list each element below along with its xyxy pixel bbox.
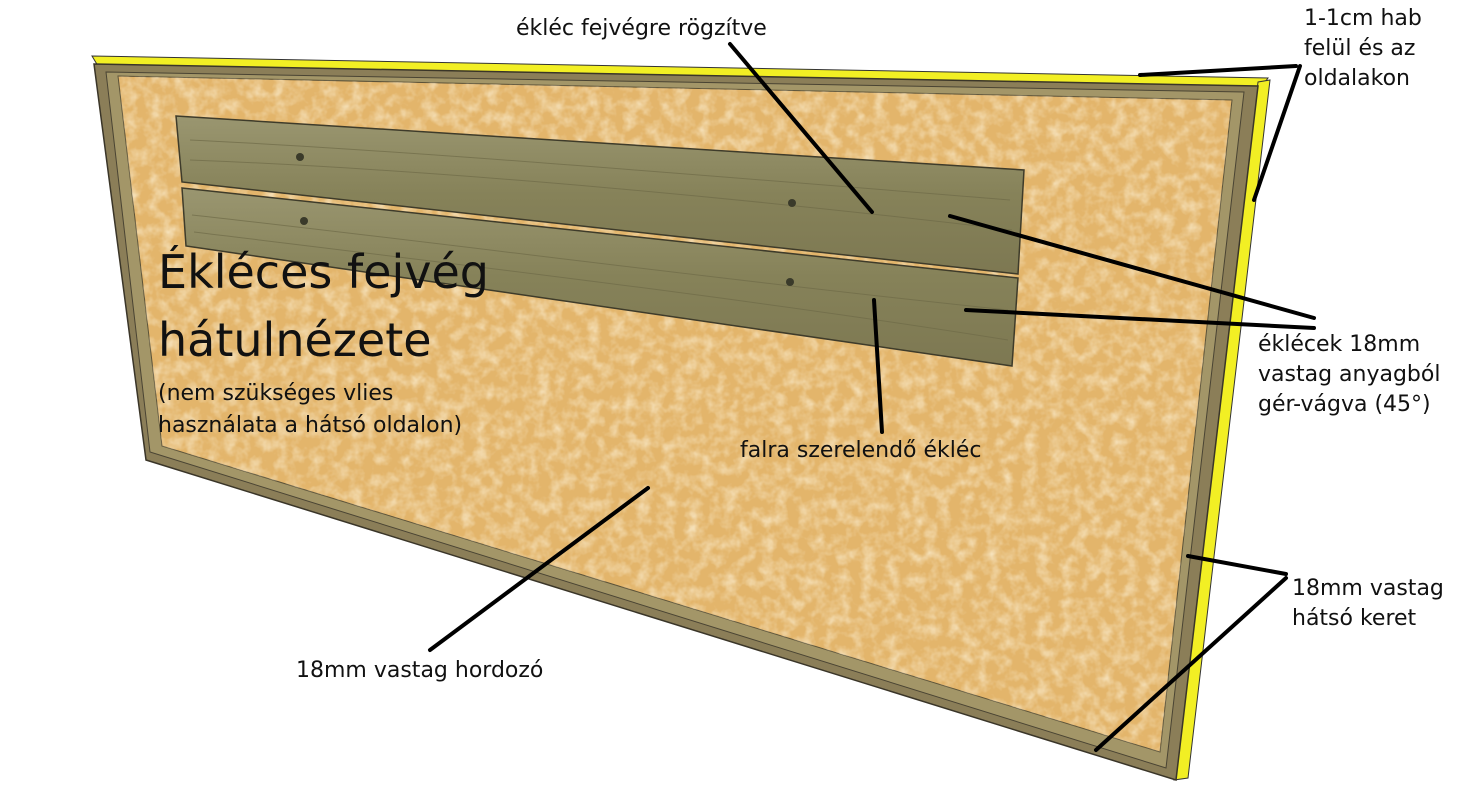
label-foam: 1-1cm hab felül és az oldalakon <box>1304 4 1422 94</box>
label-cleats-material: éklécek 18mm vastag anyagból gér-vágva (… <box>1258 330 1440 420</box>
label-cleats-line-2: vastag anyagból <box>1258 362 1441 387</box>
label-back-frame: 18mm vastag hátsó keret <box>1292 574 1444 634</box>
label-substrate: 18mm vastag hordozó <box>296 658 544 683</box>
label-wall-cleat: falra szerelendő ékléc <box>740 438 982 463</box>
title-line-2: hátulnézete <box>158 313 432 367</box>
screw-icons <box>296 153 796 286</box>
label-cleats-line-1: éklécek 18mm <box>1258 332 1421 357</box>
label-cleats-line-3: gér-vágva (45°) <box>1258 392 1431 417</box>
label-frame-line-2: hátsó keret <box>1292 606 1417 631</box>
subtitle-line-2: használata a hátsó oldalon) <box>158 413 463 438</box>
diagram-title: Ékléces fejvég hátulnézete <box>158 238 489 374</box>
wall-cleat <box>181 187 1019 367</box>
label-frame-line-1: 18mm vastag <box>1292 576 1444 601</box>
label-top-cleat: ékléc fejvégre rögzítve <box>516 16 767 41</box>
upper-cleat <box>175 115 1025 275</box>
label-foam-line-1: 1-1cm hab <box>1304 6 1422 31</box>
label-foam-line-3: oldalakon <box>1304 66 1410 91</box>
leader-lines <box>428 42 1316 752</box>
diagram-subtitle: (nem szükséges vlies használata a hátsó … <box>158 378 462 442</box>
title-line-1: Ékléces fejvég <box>158 245 489 299</box>
subtitle-line-1: (nem szükséges vlies <box>158 381 394 406</box>
wood-grain <box>189 139 1013 341</box>
label-foam-line-2: felül és az <box>1304 36 1416 61</box>
